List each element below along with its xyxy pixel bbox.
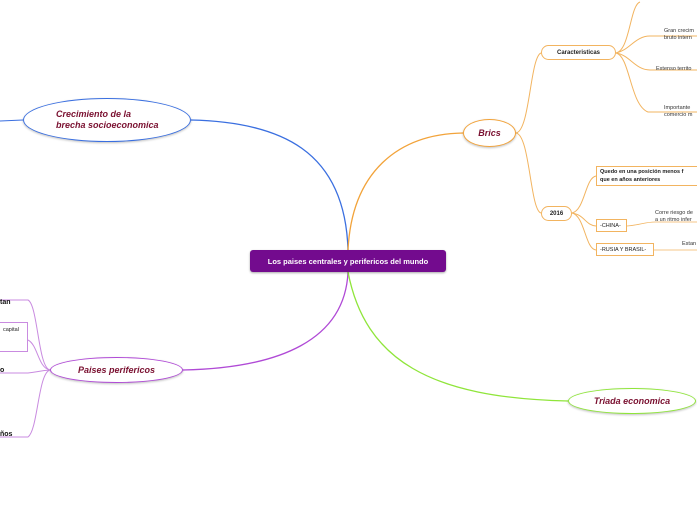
peripheral-item-4[interactable]: ños — [0, 431, 13, 438]
connector-peripheral — [182, 271, 349, 371]
connector-growth-left — [0, 119, 24, 122]
connector-char-3 — [615, 52, 697, 113]
item-2016-position-line2: que en años anteriores — [600, 177, 661, 183]
peripheral-item-2[interactable]: capital — [0, 322, 28, 352]
subtopic-2016[interactable]: 2016 — [541, 206, 572, 221]
characteristic-item-3-line1: Importante — [664, 105, 691, 111]
item-russia-brazil[interactable]: -RUSIA Y BRASIL- — [596, 243, 654, 256]
item-russia-brazil-note[interactable]: Estan — [682, 241, 697, 247]
topic-brics[interactable]: Brics — [463, 119, 516, 147]
connector-2016-1 — [571, 175, 597, 214]
characteristic-item-1-line1: Gran crecim — [664, 28, 694, 34]
connector-peri-2 — [27, 339, 51, 371]
connector-growth — [190, 119, 349, 251]
item-2016-position[interactable]: Quedo en una posición menos f que en año… — [596, 166, 697, 186]
topic-growth-line2: brecha socioeconomica — [56, 120, 159, 130]
subtopic-characteristics[interactable]: Caracteristicas — [541, 45, 616, 60]
characteristic-item-2[interactable]: Extenso territo — [656, 66, 691, 73]
connector-char-1 — [615, 35, 697, 54]
central-topic[interactable]: Los paises centrales y perifericos del m… — [250, 250, 446, 272]
connector-brics — [347, 132, 464, 251]
connector-char-2 — [615, 52, 697, 71]
topic-growth-label: Crecimiento de la brecha socioeconomica — [56, 109, 159, 131]
characteristic-item-2-line1: Extenso territo — [656, 66, 692, 72]
item-china-note[interactable]: Corre riesgo de a un ritmo infer — [655, 210, 693, 224]
connector-char-top — [615, 1, 641, 54]
connector-triad — [347, 271, 569, 402]
connector-peri-1 — [0, 299, 51, 371]
item-china-note-line2: a un ritmo infer — [655, 217, 692, 223]
characteristic-item-1-line2: bruto intern — [664, 35, 692, 41]
item-2016-position-line1: Quedo en una posición menos f — [600, 169, 684, 175]
peripheral-item-1[interactable]: tan — [0, 299, 11, 306]
topic-triad[interactable]: Triada economica — [568, 388, 696, 414]
peripheral-item-3[interactable]: o — [0, 367, 5, 374]
topic-peripheral[interactable]: Paises perifericos — [50, 357, 183, 383]
connector-peri-4 — [0, 369, 51, 438]
connector-peri-3 — [0, 369, 51, 374]
characteristic-item-3-line2: comercio m — [664, 112, 693, 118]
characteristic-item-3[interactable]: Importante comercio m — [664, 105, 692, 119]
connector-brics-characteristics — [515, 52, 542, 134]
connector-2016-3 — [571, 212, 597, 251]
connector-brics-2016 — [515, 132, 542, 214]
connector-china-note — [626, 221, 697, 227]
item-china-note-line1: Corre riesgo de — [655, 210, 693, 216]
item-china[interactable]: -CHINA- — [596, 219, 627, 232]
characteristic-item-1[interactable]: Gran crecim bruto intern — [664, 28, 694, 42]
topic-growth-line1: Crecimiento de la — [56, 109, 132, 119]
topic-growth[interactable]: Crecimiento de la brecha socioeconomica — [23, 98, 191, 142]
item-2016-position-text: Quedo en una posición menos f que en año… — [600, 168, 683, 184]
